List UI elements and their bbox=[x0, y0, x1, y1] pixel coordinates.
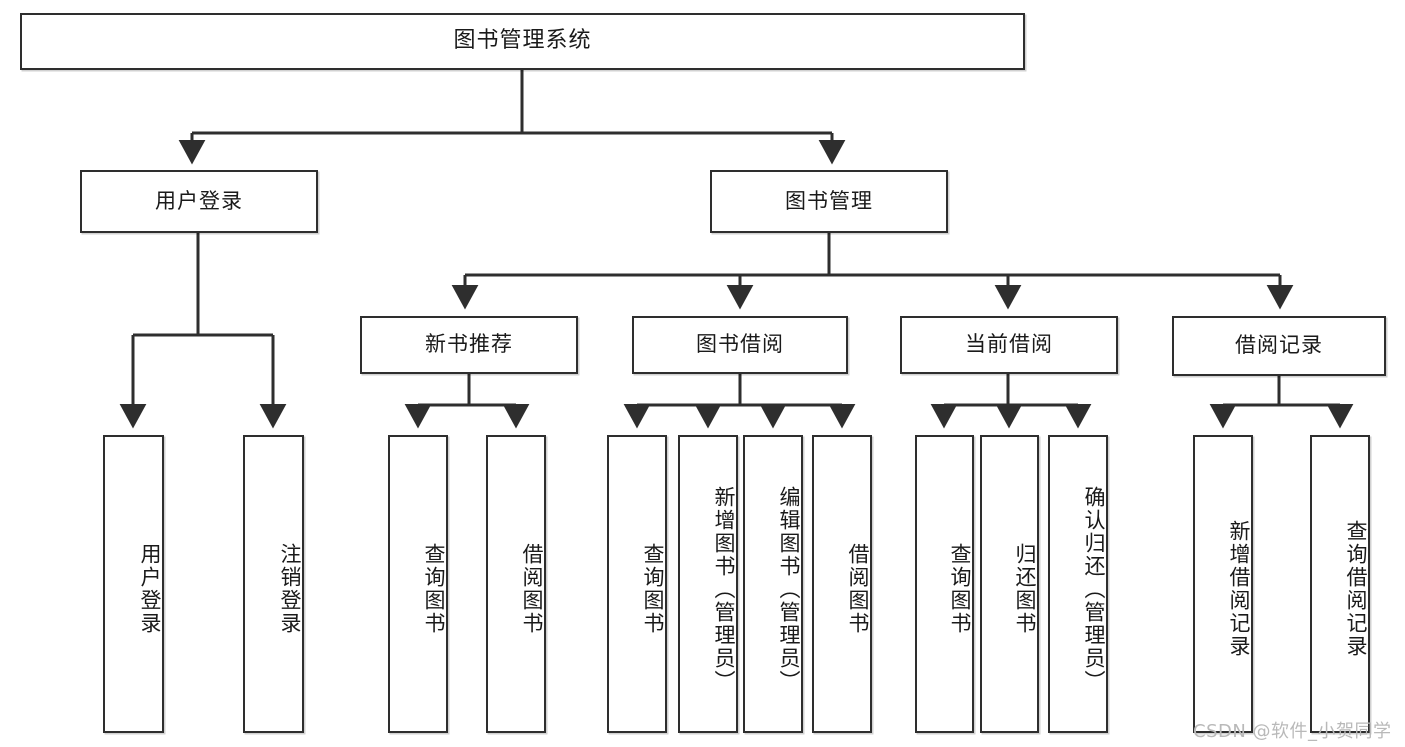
leaf-current-borrow-confirm[interactable]: 确认归还（管理员） bbox=[1048, 435, 1108, 733]
node-book-management[interactable]: 图书管理 bbox=[710, 170, 948, 233]
leaf-label: 注销登录 bbox=[278, 543, 302, 635]
leaf-label: 归还图书 bbox=[1013, 543, 1037, 635]
leaf-label: 新增图书（管理员） bbox=[712, 485, 736, 693]
node-new-book-recommend[interactable]: 新书推荐 bbox=[360, 316, 578, 374]
leaf-label: 查询图书 bbox=[641, 543, 665, 635]
leaf-book-borrow-borrow[interactable]: 借阅图书 bbox=[812, 435, 872, 733]
leaf-label: 查询图书 bbox=[422, 543, 446, 635]
leaf-current-borrow-return[interactable]: 归还图书 bbox=[980, 435, 1039, 733]
leaf-label: 借阅图书 bbox=[846, 543, 870, 635]
leaf-borrow-record-query[interactable]: 查询借阅记录 bbox=[1310, 435, 1370, 733]
leaf-user-login-logout[interactable]: 注销登录 bbox=[243, 435, 304, 733]
leaf-current-borrow-query[interactable]: 查询图书 bbox=[915, 435, 974, 733]
leaf-book-borrow-edit[interactable]: 编辑图书（管理员） bbox=[743, 435, 803, 733]
leaf-book-borrow-add[interactable]: 新增图书（管理员） bbox=[678, 435, 738, 733]
leaf-label: 查询图书 bbox=[948, 543, 972, 635]
leaf-user-login-login[interactable]: 用户登录 bbox=[103, 435, 164, 733]
csdn-watermark: CSDN @软件_小贺同学 bbox=[1193, 721, 1392, 742]
node-borrow-record[interactable]: 借阅记录 bbox=[1172, 316, 1386, 376]
leaf-new-book-borrow[interactable]: 借阅图书 bbox=[486, 435, 546, 733]
leaf-label: 编辑图书（管理员） bbox=[777, 485, 801, 693]
leaf-label: 用户登录 bbox=[138, 543, 162, 635]
node-user-login[interactable]: 用户登录 bbox=[80, 170, 318, 233]
leaf-book-borrow-query[interactable]: 查询图书 bbox=[607, 435, 667, 733]
leaf-new-book-query[interactable]: 查询图书 bbox=[388, 435, 448, 733]
leaf-label: 新增借阅记录 bbox=[1227, 520, 1251, 658]
node-root-system[interactable]: 图书管理系统 bbox=[20, 13, 1025, 70]
node-current-borrow[interactable]: 当前借阅 bbox=[900, 316, 1118, 374]
node-book-borrow[interactable]: 图书借阅 bbox=[632, 316, 848, 374]
leaf-borrow-record-add[interactable]: 新增借阅记录 bbox=[1193, 435, 1253, 733]
leaf-label: 确认归还（管理员） bbox=[1082, 485, 1106, 693]
leaf-label: 借阅图书 bbox=[520, 543, 544, 635]
leaf-label: 查询借阅记录 bbox=[1344, 520, 1368, 658]
